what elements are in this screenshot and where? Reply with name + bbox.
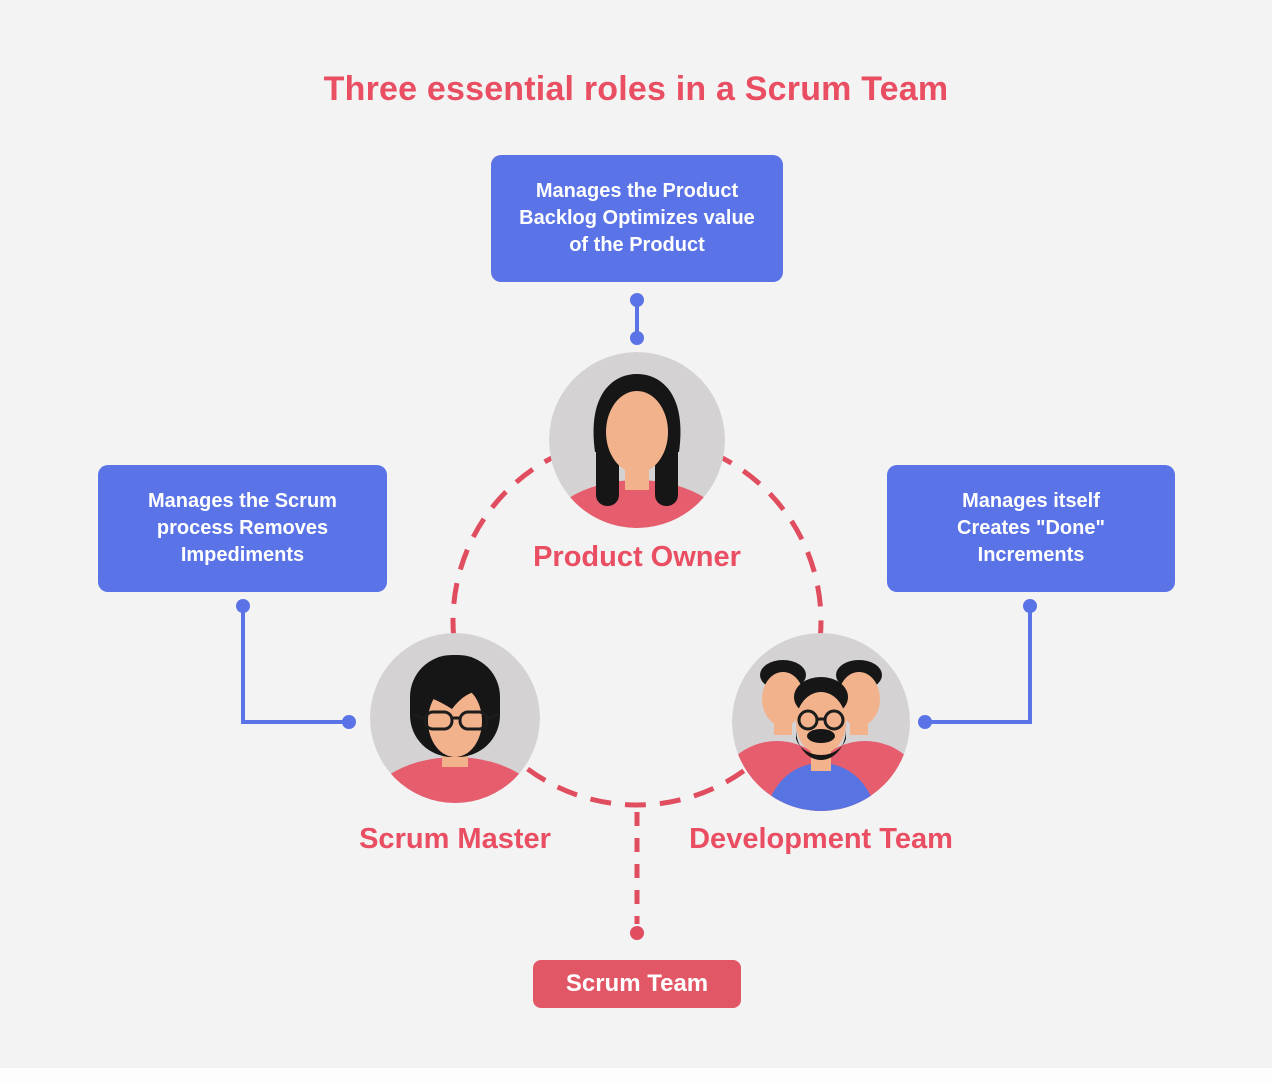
product-owner-connector (630, 293, 644, 345)
scrum-master-connector (236, 599, 356, 729)
development-team-avatar-icon (732, 633, 910, 811)
product-owner-label: Product Owner (533, 541, 741, 573)
page-title: Three essential roles in a Scrum Team (323, 70, 949, 108)
team-connector-dot (630, 926, 644, 940)
callout-product-owner: Manages the Product Backlog Optimizes va… (491, 155, 783, 282)
development-team-label: Development Team (689, 823, 953, 855)
callout-development-team: Manages itself Creates "Done" Increments (887, 465, 1175, 592)
scrum-master-avatar-icon (370, 633, 540, 803)
product-owner-avatar-icon (549, 352, 725, 528)
scrum-team-badge: Scrum Team (533, 960, 741, 1008)
team-dashed-circle (450, 434, 824, 808)
footer-strip (0, 1068, 1272, 1083)
callout-scrum-master: Manages the Scrum process Removes Impedi… (98, 465, 387, 592)
scrum-master-label: Scrum Master (359, 823, 551, 855)
development-team-connector (918, 599, 1037, 729)
